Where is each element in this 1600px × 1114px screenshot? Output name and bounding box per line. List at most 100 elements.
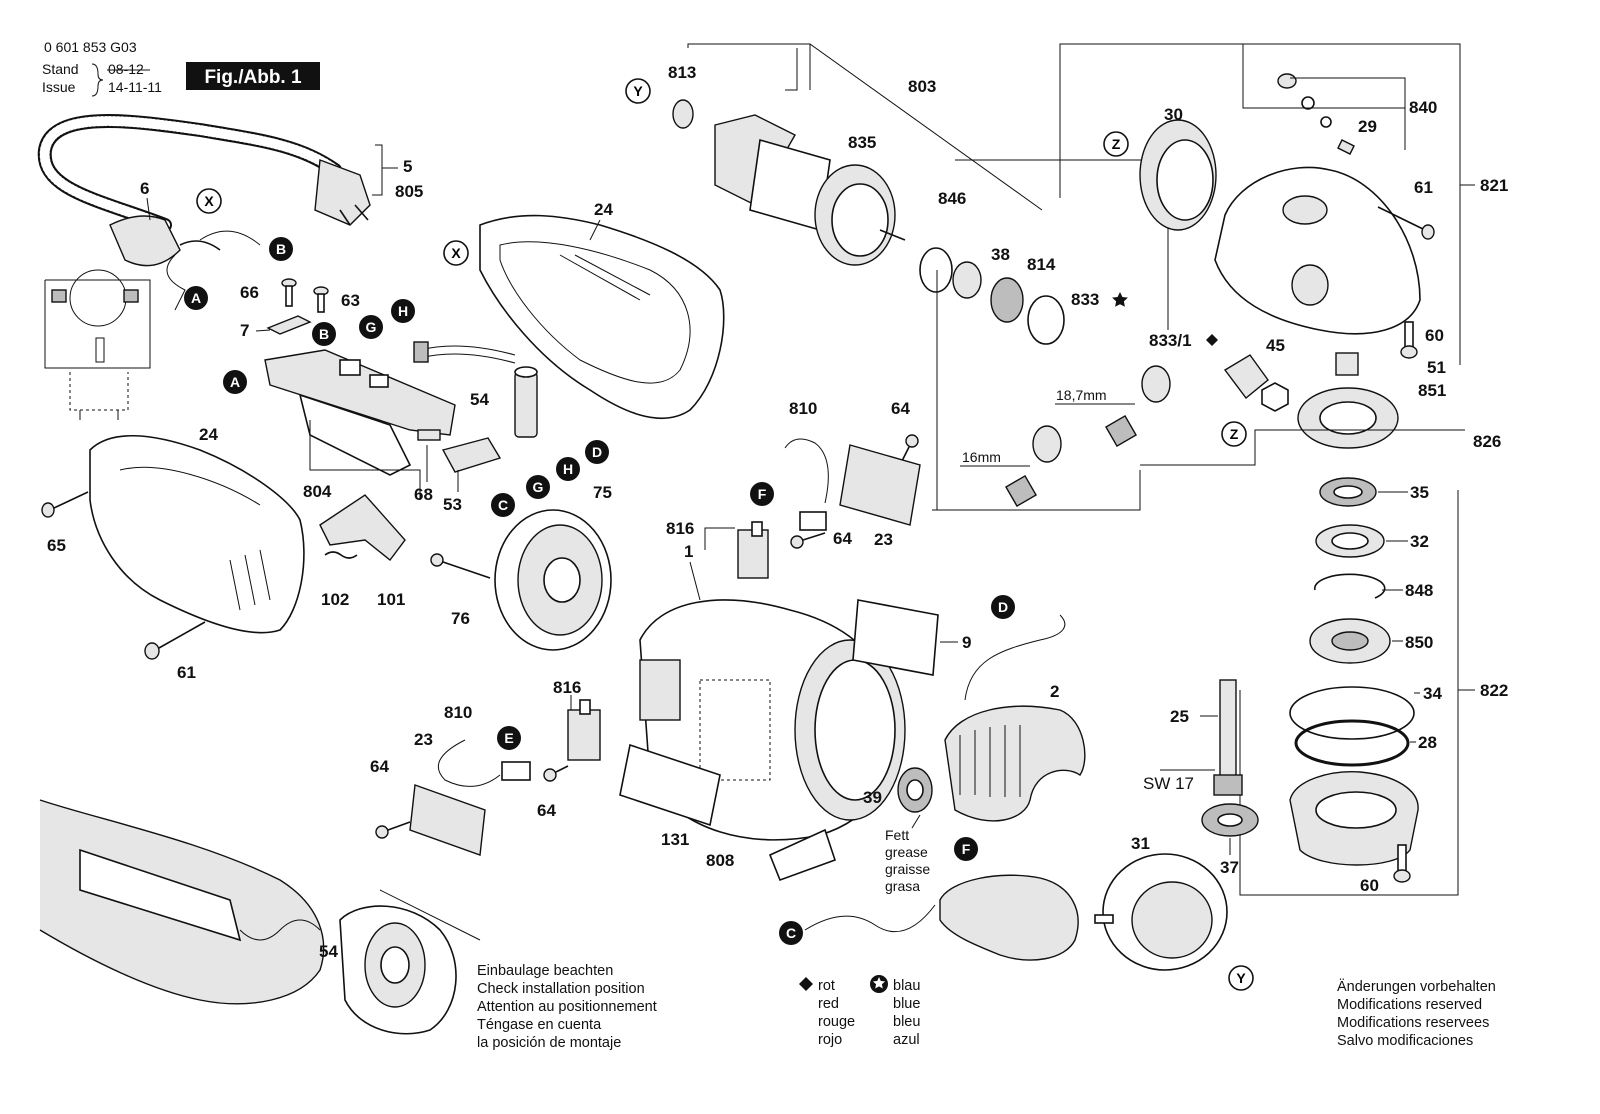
part-23-top: 23 <box>874 530 893 549</box>
callout-x: X <box>204 193 214 209</box>
housing-half-24-left <box>89 434 305 634</box>
issue-date: 14-11-11 <box>108 79 162 95</box>
part-63: 63 <box>341 291 360 310</box>
part-24-left: 24 <box>199 425 218 444</box>
grease-note-2: graisse <box>885 861 930 877</box>
part-2: 2 <box>1050 682 1059 701</box>
part-814: 814 <box>1027 255 1056 274</box>
brush-810-bottom <box>501 761 531 781</box>
flange-plate <box>1289 771 1419 866</box>
part-53-shape <box>441 437 502 473</box>
legend-blue-0: blau <box>893 978 920 994</box>
legend-red-0: rot <box>818 978 835 994</box>
part-32: 32 <box>1410 532 1429 551</box>
grease-note-0: Fett <box>885 827 909 843</box>
stand-label: Stand <box>42 61 79 77</box>
nut-45 <box>1261 382 1289 412</box>
tool-833-1 <box>1105 415 1137 447</box>
o-ring-28 <box>1294 719 1410 767</box>
part-37: 37 <box>1220 858 1239 877</box>
issue-label: Issue <box>42 79 76 95</box>
brush-holder-816-bottom <box>567 699 601 761</box>
legend-blue-3: azul <box>893 1032 920 1048</box>
part-23-bottom: 23 <box>414 730 433 749</box>
part-45: 45 <box>1266 336 1285 355</box>
plate-808 <box>768 828 837 882</box>
callout-y: Y <box>633 83 643 99</box>
housing-half-24-top <box>479 214 725 420</box>
bevel-gear-30 <box>1139 119 1217 231</box>
part-810-top: 810 <box>789 399 817 418</box>
modifications-note-1: Modifications reserved <box>1337 997 1482 1013</box>
part-835: 835 <box>848 133 876 152</box>
part-54: 54 <box>470 390 489 409</box>
part-number: 0 601 853 G03 <box>44 39 137 55</box>
legend-red-1: red <box>818 996 839 1012</box>
callout-x-2: X <box>451 245 461 261</box>
callout-g: G <box>366 319 377 335</box>
field-coil-2 <box>944 705 1086 822</box>
plate-9 <box>852 599 939 676</box>
spindle-lock-840 <box>1277 73 1355 155</box>
cable-sleeve <box>109 215 181 267</box>
part-24-top: 24 <box>594 200 613 219</box>
lever-101 <box>319 494 406 561</box>
part-38: 38 <box>991 245 1010 264</box>
callout-h: H <box>398 303 408 319</box>
dim-16: 16mm <box>962 449 1001 465</box>
part-34: 34 <box>1423 684 1442 703</box>
bearing-35 <box>1319 477 1377 507</box>
circlip-848 <box>1313 573 1386 599</box>
part-25: 25 <box>1170 707 1189 726</box>
ring-32 <box>1315 524 1385 558</box>
part-53: 53 <box>443 495 462 514</box>
part-850: 850 <box>1405 633 1433 652</box>
cover-23-top <box>839 444 921 526</box>
bearing-37 <box>1201 803 1259 837</box>
crown-gear-826 <box>1297 387 1399 449</box>
bearing-813 <box>672 99 694 129</box>
fan-75 <box>494 509 612 651</box>
brush-holder-816-top <box>737 521 769 579</box>
screw-61-right <box>1377 206 1435 240</box>
modifications-note-0: Änderungen vorbehalten <box>1337 978 1496 995</box>
part-810-bottom: 810 <box>444 703 472 722</box>
cover-23-bottom <box>409 784 486 856</box>
callout-c: C <box>498 497 508 513</box>
legend-red-3: rojo <box>818 1032 842 1048</box>
screw-63 <box>313 286 329 313</box>
dim-18-7: 18,7mm <box>1056 387 1107 403</box>
part-816-top: 816 <box>666 519 694 538</box>
install-note-0: Einbaulage beachten <box>477 963 613 979</box>
header: 0 601 853 G03 Stand Issue 08-12 14-11-11… <box>42 39 320 97</box>
part-65: 65 <box>47 536 66 555</box>
ring-34 <box>1289 686 1415 740</box>
legend-red-2: rouge <box>818 1014 855 1030</box>
seal-833-1 <box>1141 365 1171 403</box>
armature-803 <box>672 99 906 266</box>
part-68: 68 <box>414 485 433 504</box>
callout-d-2: D <box>998 599 1008 615</box>
screw-64-d <box>543 765 569 782</box>
callout-b: B <box>276 241 286 257</box>
screw-65 <box>41 491 89 518</box>
bearing-group <box>919 247 1065 345</box>
part-851: 851 <box>1418 381 1446 400</box>
install-note-4: la posición de montaje <box>477 1035 621 1051</box>
part-803: 803 <box>908 77 936 96</box>
plate-131 <box>619 743 721 827</box>
part-131: 131 <box>661 830 689 849</box>
part-9: 9 <box>962 633 971 652</box>
screw-60-top <box>1400 321 1418 359</box>
part-75: 75 <box>593 483 612 502</box>
part-833-1: 833/1 <box>1149 331 1192 350</box>
install-note-1: Check installation position <box>477 981 645 997</box>
part-35: 35 <box>1410 483 1429 502</box>
part-804: 804 <box>303 482 332 501</box>
callout-c-2: C <box>786 925 796 941</box>
callout-z: Z <box>1112 136 1121 152</box>
date-struck: 08-12 <box>108 61 144 77</box>
grease-note-1: grease <box>885 844 928 860</box>
part-28: 28 <box>1418 733 1437 752</box>
